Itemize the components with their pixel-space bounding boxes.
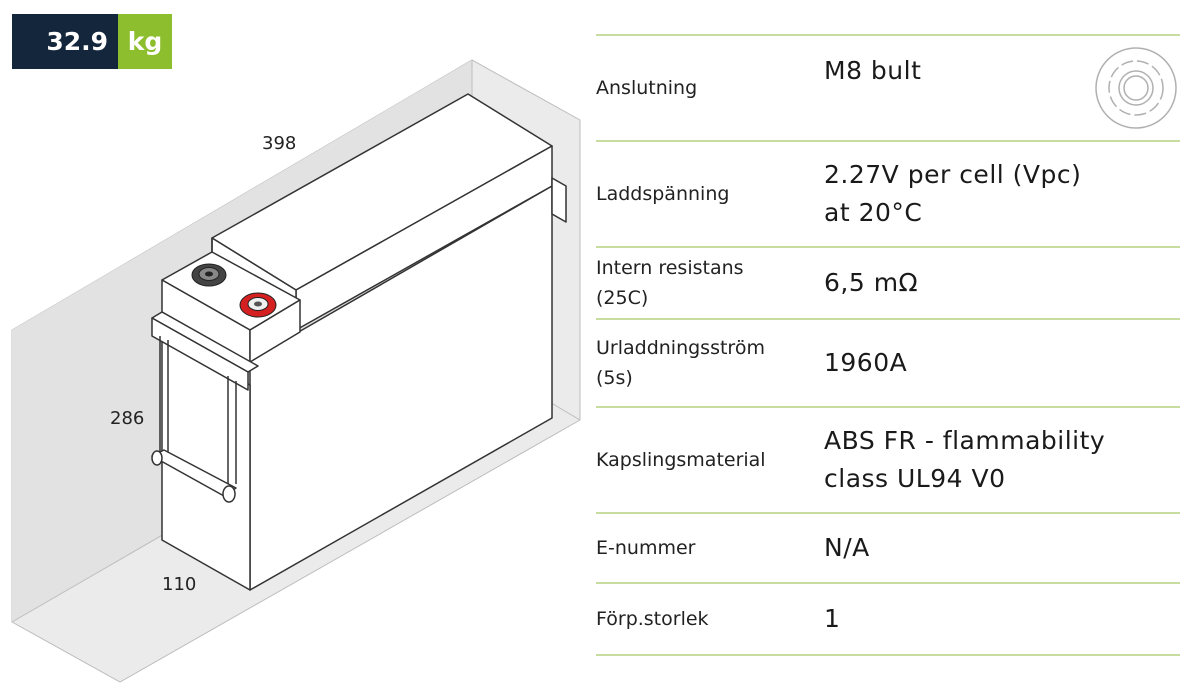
length-dimension: 398 [262, 133, 297, 154]
spec-label: Kapslingsmaterial [596, 449, 766, 471]
spec-table: Anslutning M8 bult Laddspänning 2.27V pe… [596, 34, 1180, 656]
spec-row-anslutning: Anslutning M8 bult [596, 36, 1180, 142]
spec-value: 6,5 mΩ [824, 268, 919, 297]
weight-value: 32.9 [12, 14, 118, 69]
spec-row-intern-resistans: Intern resistans (25C) 6,5 mΩ [596, 248, 1180, 320]
weight-badge: 32.9 kg [12, 14, 172, 69]
spec-value: ABS FR - flammability class UL94 V0 [824, 426, 1106, 493]
spec-row-forp-storlek: Förp.storlek 1 [596, 584, 1180, 656]
spec-value: 2.27V per cell (Vpc) at 20°C [824, 160, 1082, 227]
spec-label: Laddspänning [596, 183, 730, 205]
width-dimension: 110 [162, 574, 197, 595]
spec-label: Urladdningsström (5s) [596, 337, 765, 389]
spec-row-urladdningsstrom: Urladdningsström (5s) 1960A [596, 320, 1180, 408]
battery-drawing [11, 59, 581, 683]
negative-terminal [191, 263, 227, 287]
spec-label: Anslutning [596, 77, 698, 99]
spec-label: Förp.storlek [596, 608, 709, 630]
spec-label: E-nummer [596, 537, 696, 559]
spec-value: 1960A [824, 348, 908, 377]
spec-row-kapslingsmaterial: Kapslingsmaterial ABS FR - flammability … [596, 408, 1180, 514]
spec-label: Intern resistans (25C) [596, 257, 744, 309]
height-dimension: 286 [110, 408, 145, 429]
spec-value: M8 bult [824, 56, 922, 85]
spec-row-e-nummer: E-nummer N/A [596, 514, 1180, 584]
positive-terminal [239, 292, 277, 318]
spec-row-laddspanning: Laddspänning 2.27V per cell (Vpc) at 20°… [596, 142, 1180, 248]
spec-value: N/A [824, 533, 870, 562]
battery-body [151, 93, 567, 591]
weight-unit: kg [118, 14, 172, 69]
spec-value: 1 [824, 604, 841, 633]
m8-bolt-terminal-icon [1095, 47, 1177, 129]
